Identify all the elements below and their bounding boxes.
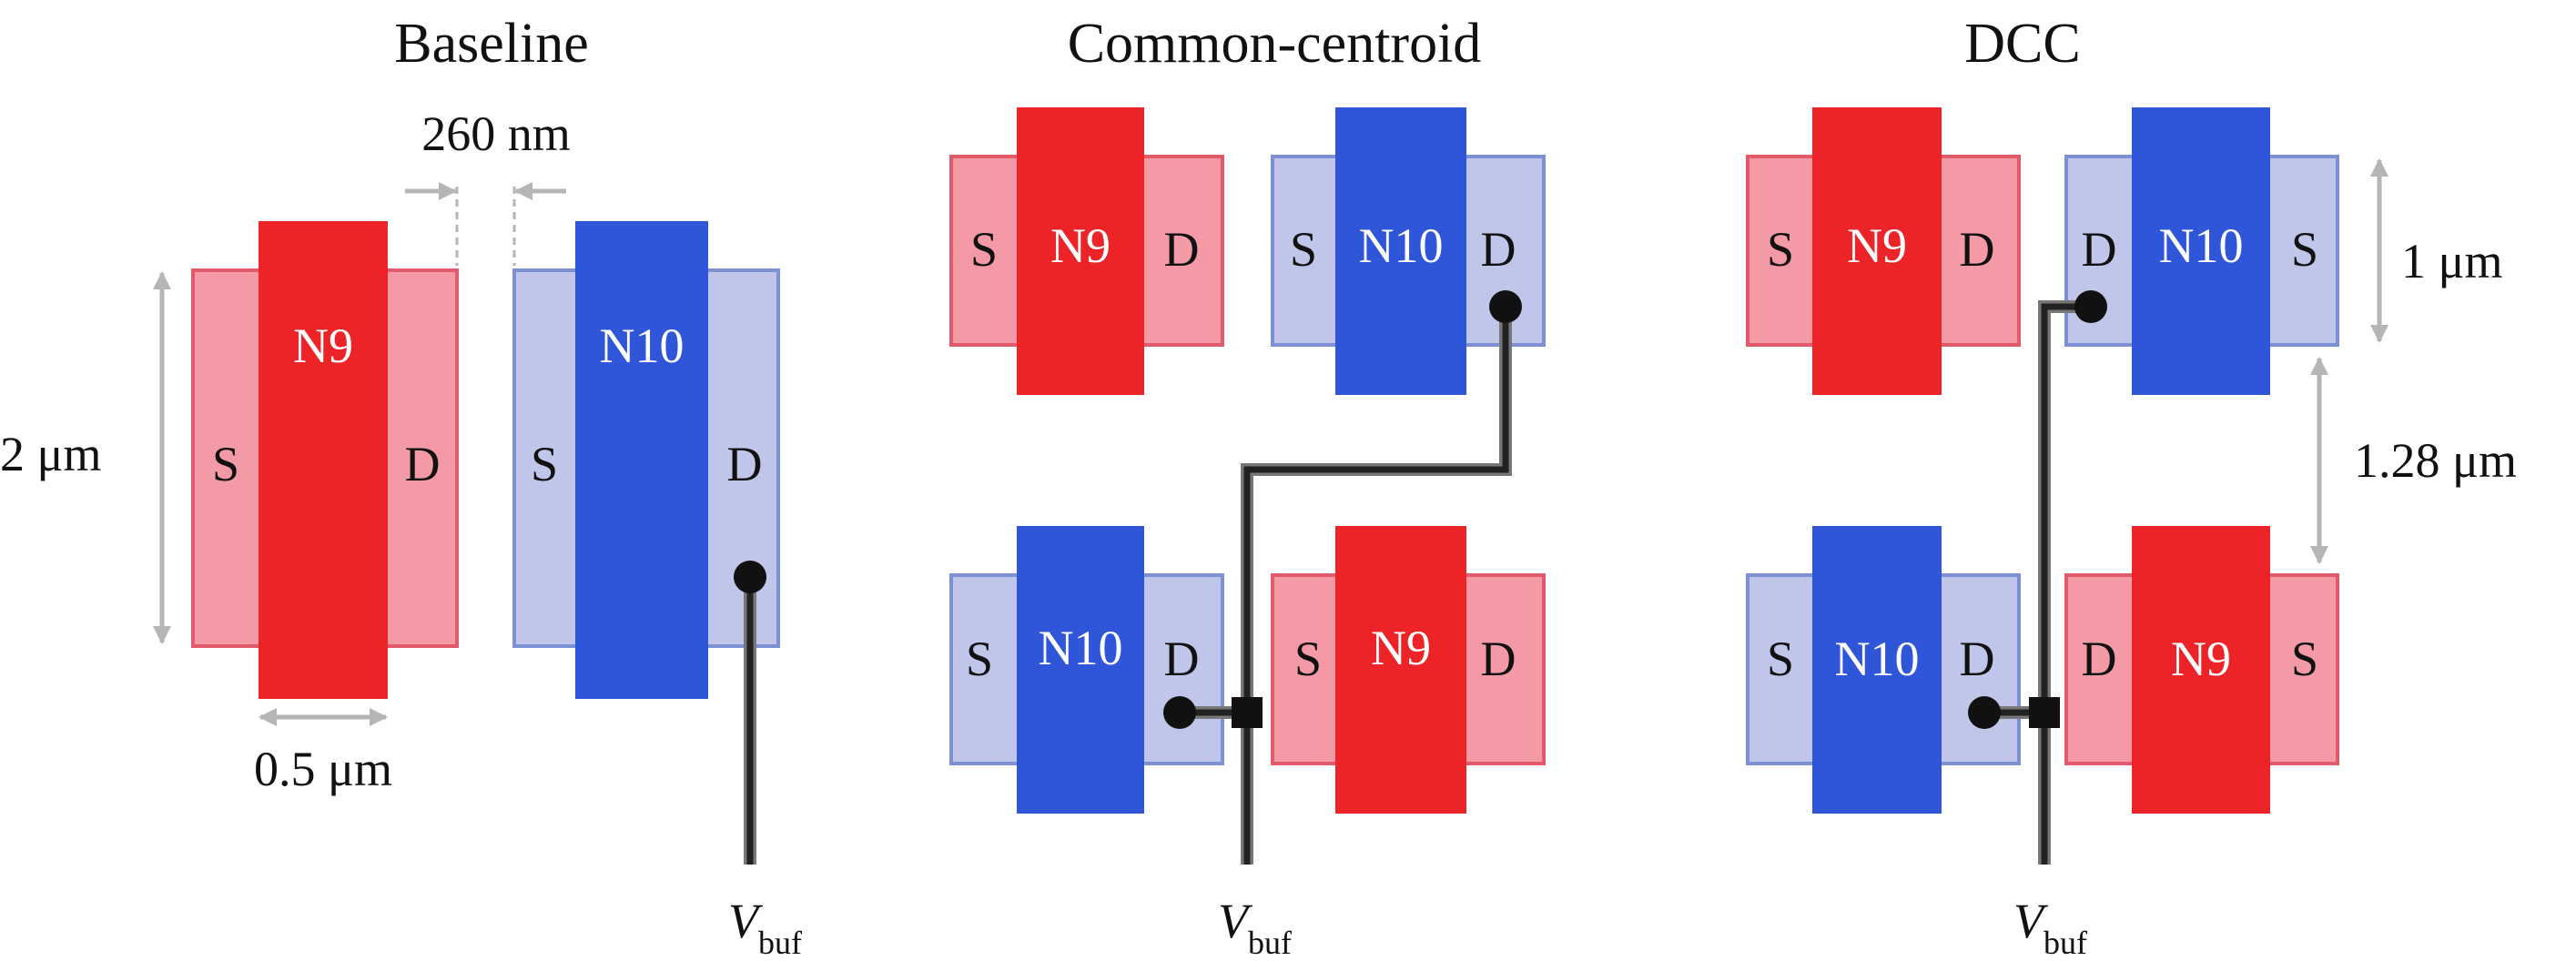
dcc-spacing-label: 1.28 μm [2354,433,2517,488]
cc-vbuf-wire [1163,290,1522,865]
dcc-vbuf-label: Vbuf [2013,894,2087,961]
dcc-bottom-left-drain-contact [1968,696,2001,729]
dcc-top-right-left-label: D [2082,222,2117,277]
baseline-n10-source-label: S [531,437,558,491]
baseline-n9-transistor: N9 S D [191,221,459,699]
cc-bottom-left-drain-contact [1163,696,1196,729]
cc-top-left-n9: N9 S D [949,107,1224,395]
baseline-n9-drain-label: D [405,437,441,491]
common-centroid-panel: Common-centroid N9 S D N10 S D N10 S D [949,13,1546,961]
baseline-spacing-dimension: 260 nm [405,106,571,266]
dcc-top-left-gate-label: N9 [1847,218,1907,273]
baseline-n10-transistor: N10 S D [512,221,780,699]
dcc-spacing-dimension: 1.28 μm [2310,357,2517,564]
baseline-n10-drain-label: D [727,437,763,491]
cc-bottom-left-drain-label: D [1164,632,1200,686]
cc-top-right-source-label: S [1290,222,1317,277]
dcc-top-left-left-label: S [1767,222,1794,277]
dcc-height-label: 1 μm [2401,234,2502,288]
cc-bottom-left-n10: N10 S D [949,526,1224,814]
baseline-n10-gate [575,221,708,699]
baseline-title: Baseline [394,13,589,75]
dcc-bottom-left-left-label: S [1767,632,1794,686]
cc-bottom-right-drain-label: D [1481,632,1516,686]
cc-bottom-right-n9-gate [1335,526,1466,814]
baseline-height-dimension: 2 μm [0,271,171,644]
dcc-top-right-n10-gate [2132,107,2270,395]
dcc-top-left-n9: N9 S D [1746,107,2021,395]
baseline-vbuf-label: Vbuf [728,894,802,961]
cc-junction-node [1232,697,1263,728]
dcc-bottom-right-n9-gate [2132,526,2270,814]
baseline-n9-gate-label: N9 [293,319,353,373]
dcc-bottom-right-right-label: S [2291,632,2318,686]
baseline-n9-source-label: S [212,437,239,491]
dcc-height-dimension: 1 μm [2370,158,2502,343]
dcc-top-left-right-label: D [1960,222,1995,277]
dcc-top-right-right-label: S [2291,222,2318,277]
baseline-n9-gate [259,221,388,699]
dcc-top-right-drain-contact [2074,290,2107,323]
dcc-bottom-left-right-label: D [1960,632,1995,686]
dcc-junction-node [2029,697,2060,728]
cc-bottom-right-n9: N9 S D [1271,526,1546,814]
cc-bottom-right-source-label: S [1294,632,1322,686]
dcc-bottom-left-gate-label: N10 [1835,632,1920,686]
dcc-top-right-gate-label: N10 [2159,218,2244,273]
cc-top-right-n10: N10 S D [1271,107,1546,395]
cc-bottom-left-n10-gate [1017,526,1144,814]
dcc-top-left-n9-gate [1812,107,1942,395]
cc-bottom-left-source-label: S [966,632,993,686]
dcc-bottom-right-n9: N9 D S [2064,526,2339,814]
cc-top-right-n10-gate [1335,107,1466,395]
baseline-height-label: 2 μm [0,427,101,481]
common-centroid-title: Common-centroid [1068,13,1482,75]
dcc-bottom-left-n10-gate [1812,526,1942,814]
cc-top-left-n9-gate [1017,107,1144,395]
baseline-spacing-label: 260 nm [421,106,571,161]
dcc-title: DCC [1964,13,2080,75]
cc-top-left-source-label: S [970,222,998,277]
cc-bottom-right-gate-label: N9 [1371,621,1431,675]
baseline-n10-gate-label: N10 [600,319,685,373]
cc-top-right-gate-label: N10 [1359,218,1444,273]
cc-top-left-gate-label: N9 [1050,218,1111,273]
baseline-gate-length-label: 0.5 μm [254,742,392,796]
cc-bottom-left-gate-label: N10 [1039,621,1123,675]
cc-vbuf-label: Vbuf [1218,894,1292,961]
cc-top-right-drain-label: D [1481,222,1516,277]
baseline-panel: Baseline N9 S D N10 S D 260 nm [0,13,802,961]
dcc-panel: DCC N9 S D N10 D S N10 S D [1746,13,2517,961]
baseline-gate-length-dimension: 0.5 μm [254,708,392,796]
dcc-bottom-right-left-label: D [2082,632,2117,686]
dcc-top-right-n10: N10 D S [2064,107,2339,395]
dcc-bottom-left-n10: N10 S D [1746,526,2021,814]
baseline-drain-contact [734,561,766,593]
dcc-vbuf-wire [1968,290,2107,865]
cc-top-right-drain-contact [1489,290,1522,323]
dcc-bottom-right-gate-label: N9 [2171,632,2231,686]
cc-top-left-drain-label: D [1164,222,1200,277]
baseline-vbuf-wire [734,561,766,865]
